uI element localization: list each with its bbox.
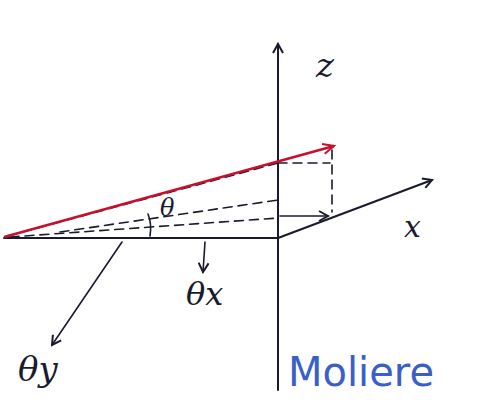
z-axis xyxy=(277,44,279,390)
beam-axis xyxy=(4,237,278,239)
angle-label: θy xyxy=(18,352,58,386)
author-note: Moliere xyxy=(288,352,434,392)
leader-line xyxy=(203,242,205,272)
axis-label: x xyxy=(404,212,421,242)
axis-label: z xyxy=(316,48,334,82)
angle-label: θ xyxy=(160,196,174,220)
scattered-track xyxy=(4,146,334,237)
angle-label: θx xyxy=(186,278,223,310)
leader-line xyxy=(52,242,122,345)
